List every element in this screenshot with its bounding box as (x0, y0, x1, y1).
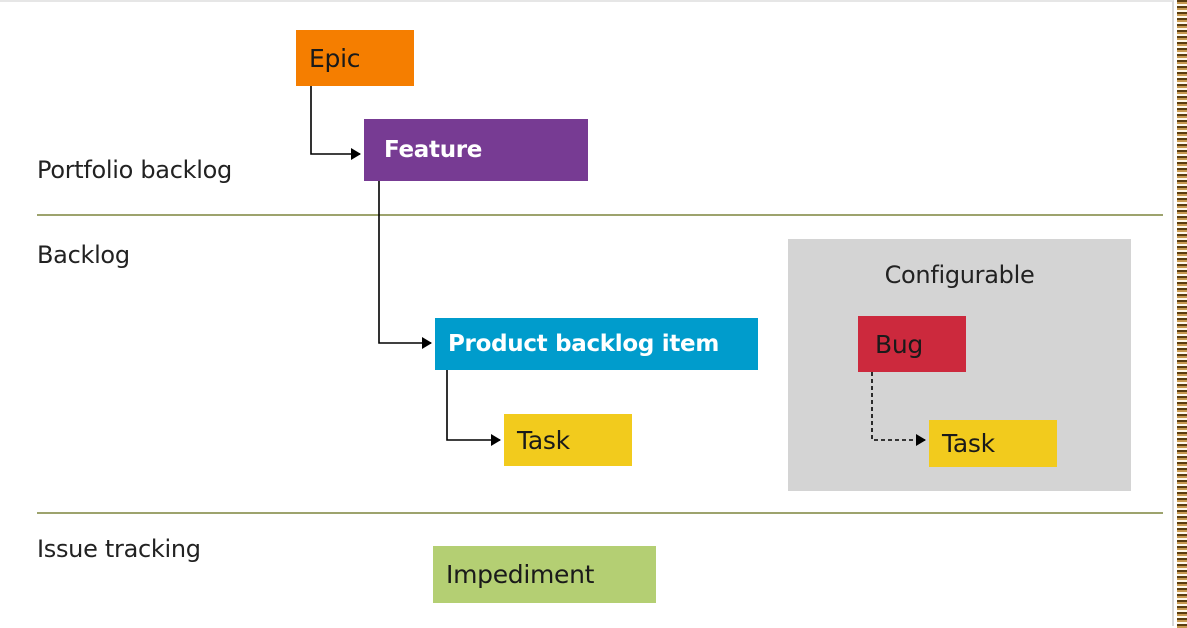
impediment-box: Impediment (433, 546, 656, 603)
epic-box: Epic (296, 30, 414, 86)
connector-pbi-to-task (446, 370, 501, 446)
row-label-portfolio-backlog: Portfolio backlog (37, 156, 232, 184)
task-box: Task (504, 414, 632, 466)
connector-bug-to-task (871, 372, 926, 446)
product-backlog-item-box: Product backlog item (435, 318, 758, 370)
configurable-title: Configurable (884, 261, 1035, 289)
row-label-backlog: Backlog (37, 241, 130, 269)
connector-epic-to-feature (310, 86, 361, 160)
feature-box: Feature (364, 119, 588, 181)
page-edge-border (1177, 0, 1187, 628)
bug-box: Bug (858, 316, 966, 372)
configurable-task-box: Task (929, 420, 1057, 467)
row-label-issue-tracking: Issue tracking (37, 535, 201, 563)
divider-portfolio-backlog (37, 214, 1163, 216)
connector-feature-to-pbi (378, 181, 432, 349)
divider-backlog (37, 512, 1163, 514)
